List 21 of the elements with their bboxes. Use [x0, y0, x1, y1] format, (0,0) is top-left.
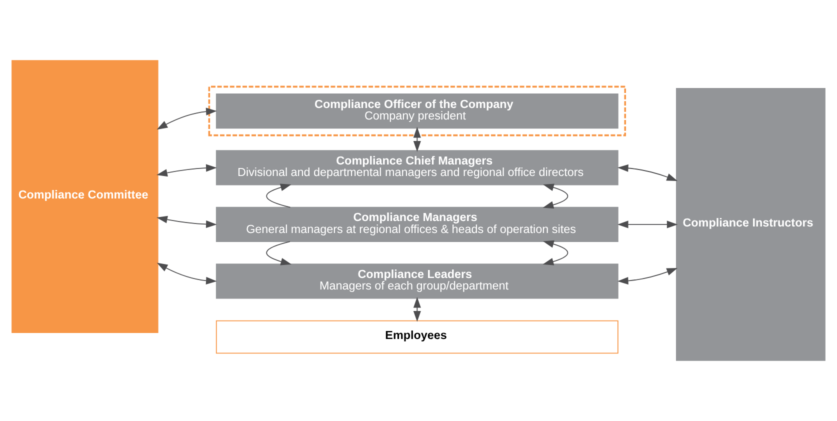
arrow: [617, 220, 678, 228]
node-box: Compliance Chief Managers Divisional and departmental managers and regional office directors: [216, 150, 618, 186]
arrow: [413, 126, 421, 152]
arrow: [156, 108, 217, 130]
arrow: [156, 216, 217, 228]
arrow: [156, 164, 217, 177]
node-box: Compliance Officer of the Company Company president: [216, 93, 618, 129]
arrow: [266, 184, 292, 208]
node-box: Compliance Instructors: [676, 88, 826, 361]
arrow: [617, 268, 678, 285]
arrow: [542, 184, 568, 209]
node-box: Compliance Committee: [12, 60, 158, 333]
arrow: [266, 241, 292, 266]
node-box: Compliance Managers General managers at regional offices & heads of operation sites: [216, 206, 618, 242]
arrow: [617, 164, 678, 181]
arrow: [156, 262, 217, 284]
cluster: [208, 86, 626, 136]
node-box: Compliance Leaders Managers of each group/department: [216, 264, 618, 299]
arrow: [413, 296, 421, 322]
arrow: [542, 240, 568, 266]
node-box: Employees: [216, 320, 618, 354]
